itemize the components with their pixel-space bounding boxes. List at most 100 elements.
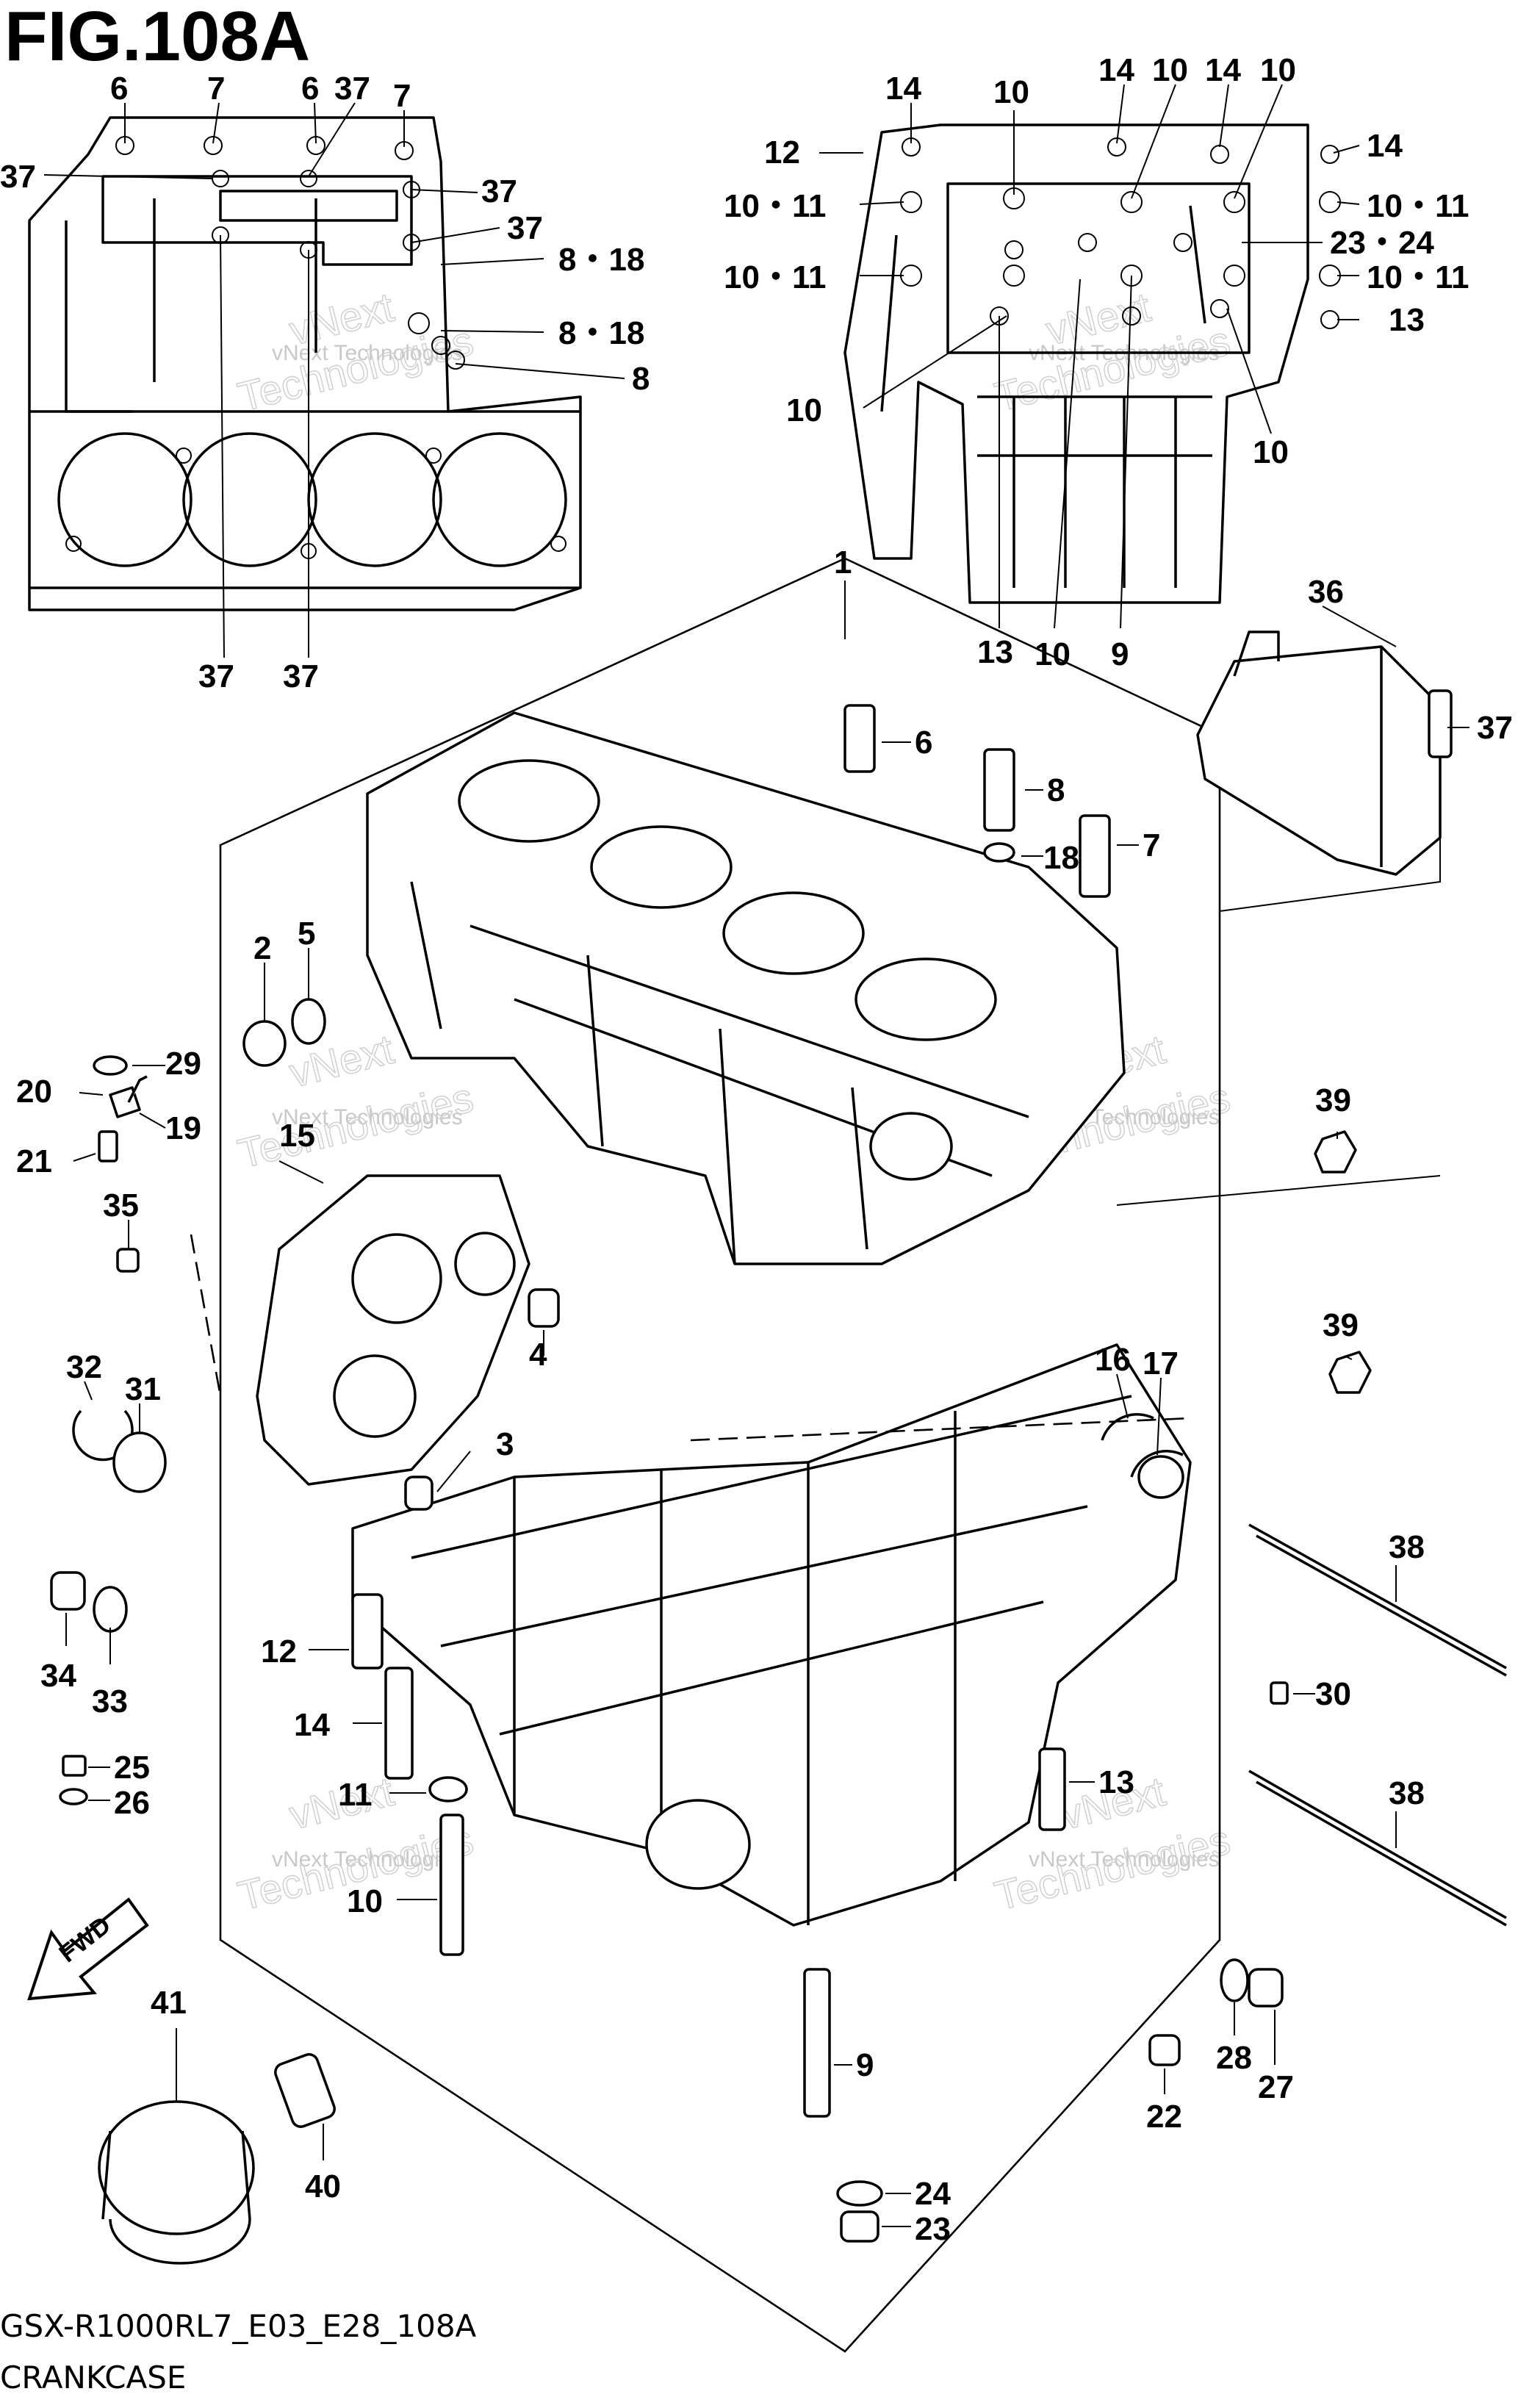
watermark-text: vNext Technologies (272, 1105, 463, 1129)
callout-28: 28 (1216, 2040, 1252, 2076)
callout-8-18: 8・18 (558, 315, 644, 351)
callout-14: 14 (1367, 128, 1403, 164)
bolt-30 (1270, 1681, 1289, 1705)
upper-crankcase (366, 711, 1126, 1265)
callout-1: 1 (834, 545, 852, 581)
callout-10: 10 (347, 1883, 383, 1919)
callout-7: 7 (207, 71, 225, 107)
callout-11: 11 (338, 1777, 373, 1813)
plug-2 (242, 1020, 287, 1067)
callout-41: 41 (151, 1985, 187, 2021)
washer-11 (428, 1776, 468, 1803)
dowel-pin-3 (404, 1476, 433, 1511)
callout-9: 9 (856, 2047, 874, 2083)
callout-5: 5 (298, 916, 315, 952)
bolt-14 (384, 1667, 414, 1780)
callout-33: 33 (92, 1683, 128, 1719)
bolt-10 (439, 1814, 464, 1956)
bearing-16 (1101, 1413, 1154, 1441)
dowel-pin-4 (528, 1288, 560, 1328)
washer-18 (983, 842, 1015, 863)
plug-27 (1248, 1968, 1284, 2008)
callout-7: 7 (393, 78, 411, 114)
callout-26: 26 (114, 1785, 150, 1821)
callout-25: 25 (114, 1750, 150, 1786)
plug-35 (116, 1248, 140, 1273)
small-parts (50, 998, 1507, 2265)
callout-13: 13 (1098, 1764, 1134, 1800)
callout-14: 14 (1205, 52, 1241, 88)
callout-6: 6 (110, 71, 128, 107)
callout-8: 8 (1047, 772, 1065, 808)
oil-filter-41 (98, 2100, 255, 2235)
callout-23: 23 (915, 2211, 951, 2247)
watermark-text: Technologies (234, 1074, 478, 1176)
callout-6: 6 (915, 725, 932, 761)
callout-32: 32 (66, 1349, 102, 1385)
callout-23-24: 23・24 (1330, 225, 1434, 261)
assembly-boundary (219, 557, 1221, 2353)
bolt-21 (98, 1130, 118, 1162)
callout-10: 10 (1260, 52, 1296, 88)
callout-37: 37 (0, 159, 36, 195)
cap-31 (112, 1431, 167, 1493)
bolt-6 (843, 704, 876, 773)
pipe-19 (127, 1075, 148, 1103)
stud-38a (1248, 1523, 1507, 1670)
callout-39: 39 (1323, 1307, 1359, 1343)
oil-cover-36 (1196, 630, 1442, 876)
leader-lines (43, 84, 1469, 2227)
bearing-17 (1130, 1450, 1184, 1478)
callout-39: 39 (1315, 1082, 1351, 1118)
bolt-8 (983, 748, 1015, 832)
plug-22 (1148, 2034, 1181, 2066)
watermark-text: vNext Technologies (1029, 1847, 1220, 1872)
callout-12: 12 (764, 134, 800, 170)
bolt-25 (62, 1755, 87, 1777)
bolt-7 (1079, 814, 1111, 898)
callout-37: 37 (481, 173, 517, 209)
lower-crankcase (351, 1343, 1192, 1927)
callout-16: 16 (1095, 1342, 1131, 1378)
fwd-arrow-icon: FWD (27, 1897, 149, 2001)
callout-labels: 6 7 6 37 7 37 37 37 8・18 8・18 8 37 37 14… (0, 52, 1513, 2247)
callout-37: 37 (1477, 710, 1513, 746)
circlip-32 (72, 1409, 134, 1462)
model-code: GSX-R1000RL7_E03_E28_108A (0, 2308, 477, 2344)
callout-12: 12 (261, 1634, 297, 1670)
callout-38: 38 (1389, 1775, 1425, 1811)
callout-2: 2 (253, 930, 271, 966)
stud-38a-edge (1256, 1534, 1507, 1677)
bolt-9 (803, 1968, 831, 2118)
callout-40: 40 (305, 2168, 341, 2204)
callout-8-18: 8・18 (558, 242, 644, 278)
callout-10-11: 10・11 (724, 259, 826, 295)
side-cover (256, 1174, 560, 1511)
callout-9: 9 (1111, 636, 1129, 672)
section-name: CRANKCASE (0, 2360, 186, 2396)
callout-29: 29 (165, 1046, 201, 1082)
callout-4: 4 (529, 1337, 547, 1373)
callout-13: 13 (977, 634, 1013, 670)
callout-37: 37 (507, 210, 543, 246)
callout-10-11: 10・11 (1367, 188, 1469, 224)
nut-39a (1314, 1130, 1357, 1174)
callout-31: 31 (125, 1371, 161, 1407)
callout-14: 14 (1098, 52, 1134, 88)
stud-38b-edge (1256, 1780, 1507, 1927)
plug-23 (840, 2210, 879, 2243)
o-ring-28 (1220, 1958, 1249, 2002)
bolt-13 (1038, 1747, 1066, 1831)
callout-14: 14 (885, 71, 921, 107)
callout-34: 34 (40, 1658, 76, 1694)
callout-20: 20 (16, 1074, 52, 1110)
inset-lower-crankcase-bottom (843, 123, 1341, 604)
callout-8: 8 (632, 361, 650, 397)
callout-21: 21 (16, 1143, 52, 1179)
watermark-text: vNext Technologies (272, 1847, 463, 1872)
callout-13: 13 (1389, 302, 1425, 338)
stud-38b (1248, 1769, 1507, 1919)
callout-24: 24 (915, 2176, 951, 2212)
figure-title: FIG.108A (4, 0, 310, 76)
callout-15: 15 (279, 1118, 315, 1154)
